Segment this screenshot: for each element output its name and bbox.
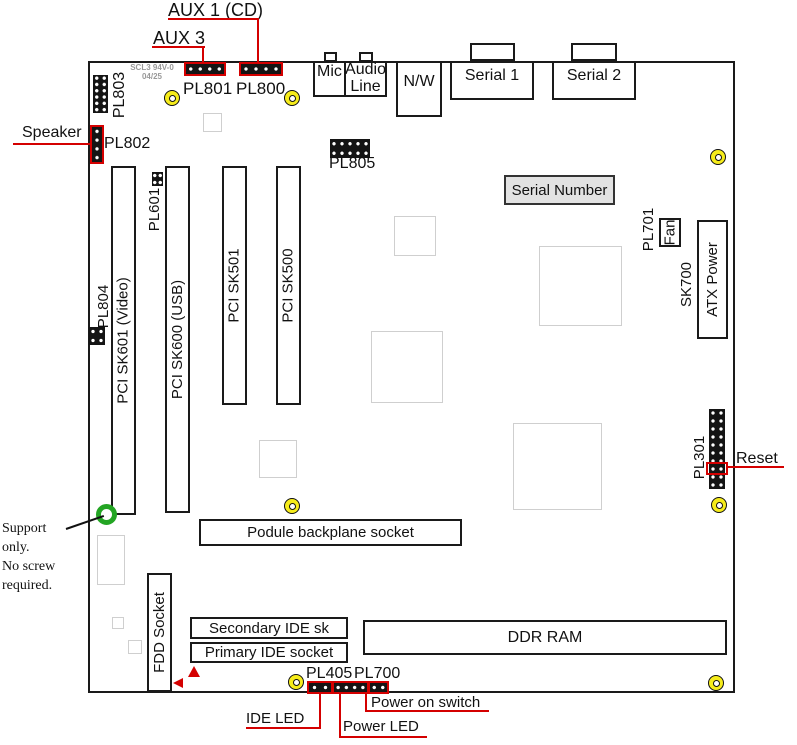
pl701-label: PL701: [640, 207, 658, 251]
pin-header-pl700: [370, 683, 387, 692]
support-note-line: No screw: [2, 559, 56, 574]
mounting-hole: [284, 498, 300, 514]
serial2-tab: [571, 43, 617, 61]
pin-header-pl405-a: [309, 683, 331, 692]
component-outline: [513, 423, 602, 510]
pl800-label: PL800: [236, 79, 286, 98]
support-note-line: required.: [2, 578, 53, 593]
reset-highlight-box: [706, 462, 728, 475]
pl801-label: PL801: [183, 79, 233, 98]
pci-slot-sk501: PCI SK501: [222, 166, 247, 405]
mounting-hole: [164, 90, 180, 106]
silkscreen-line2: 04/25: [141, 71, 163, 81]
pci-slot-sk600: PCI SK600 (USB): [165, 166, 190, 513]
component-outline: [112, 617, 124, 629]
mounting-hole: [284, 90, 300, 106]
mounting-hole: [288, 674, 304, 690]
pin-header-pl805: [330, 139, 370, 158]
support-note-line: Support: [2, 521, 47, 536]
pl801-highlight-box: [184, 62, 226, 76]
component-outline: [259, 440, 297, 478]
speaker-label: Speaker: [22, 124, 82, 141]
power-led-leader-line: [339, 694, 341, 738]
power-on-highlight-box: [368, 681, 389, 694]
power-on-leader-line: [365, 694, 367, 712]
mounting-hole: [708, 675, 724, 691]
mounting-hole: [710, 149, 726, 165]
pin-header-pl800: [241, 64, 281, 74]
audio-line2: Line: [350, 78, 381, 95]
aux3-label: AUX 3: [153, 28, 206, 48]
mounting-hole: [711, 497, 727, 513]
serial1-connector: Serial 1: [450, 61, 534, 100]
aux3-leader-line: [202, 46, 204, 64]
component-outline: [128, 640, 142, 654]
pin-header-pl601: [152, 172, 163, 186]
atx-power-socket: ATX Power: [697, 220, 728, 339]
primary-ide-socket: Primary IDE socket: [190, 642, 348, 663]
sk700-label: SK700: [678, 261, 696, 307]
podule-backplane-socket: Podule backplane socket: [199, 519, 462, 546]
pin-header-pl301: [709, 409, 725, 489]
mic-connector: Mic: [313, 61, 346, 97]
component-outline: [371, 331, 443, 403]
support-note: Support only. No screw required.: [2, 519, 55, 595]
pin-header-pl405-b: [334, 683, 367, 692]
network-connector: N/W: [396, 61, 442, 117]
pl601-label: PL601: [146, 187, 164, 231]
aux1-underline: [168, 18, 259, 20]
pci-slot-sk601: PCI SK601 (Video): [111, 166, 136, 515]
component-outline: [203, 113, 222, 132]
component-outline: [97, 535, 125, 585]
audio-line-connector: Audio Line: [344, 61, 387, 97]
pl805-label: PL805: [329, 155, 376, 172]
pl301-label: PL301: [691, 435, 709, 479]
power-on-underline: [365, 710, 489, 712]
power-led-underline: [339, 736, 427, 738]
ddr-ram-socket: DDR RAM: [363, 620, 727, 655]
ide-led-leader-line: [319, 694, 321, 729]
reset-label: Reset: [736, 450, 778, 467]
serial2-connector: Serial 2: [552, 61, 636, 100]
pl803-label: PL803: [111, 71, 129, 119]
silkscreen-line1: SCL3 94V-0: [130, 63, 174, 72]
pin-header-pl804: [89, 327, 105, 345]
speaker-leader-line: [13, 143, 91, 145]
ide-led-label: IDE LED: [246, 710, 305, 727]
aux1-cd-label: AUX 1 (CD): [168, 0, 264, 20]
fdd-socket: FDD Socket: [147, 573, 172, 692]
pl802-label: PL802: [104, 135, 151, 152]
red-arrow-up: [188, 666, 200, 677]
silkscreen-text: SCL3 94V-0 04/25: [130, 63, 174, 82]
pl405-label: PL405: [306, 665, 353, 682]
pin-header-pl801: [186, 64, 224, 74]
power-led-label: Power LED: [343, 718, 419, 735]
pin-header-pl802: [92, 127, 102, 162]
secondary-ide-socket: Secondary IDE sk: [190, 617, 348, 639]
ide-led-underline: [246, 727, 321, 729]
aux3-underline: [152, 46, 205, 48]
pl800-highlight-box: [239, 62, 283, 76]
serial1-tab: [470, 43, 515, 61]
component-outline: [394, 216, 436, 256]
pci-slot-sk500: PCI SK500: [276, 166, 301, 405]
reset-leader-line: [727, 466, 784, 468]
red-arrow-left: [173, 678, 183, 688]
component-outline: [539, 246, 622, 326]
aux1-leader-line: [257, 18, 259, 64]
power-on-switch-label: Power on switch: [371, 694, 481, 711]
support-note-line: only.: [2, 540, 30, 555]
pl802-highlight-box: [90, 125, 104, 164]
audio-line1: Audio: [345, 61, 386, 79]
pl700-label: PL700: [354, 665, 401, 682]
serial-number-box: Serial Number: [504, 175, 615, 205]
support-hole: [96, 504, 117, 525]
pin-header-pl803: [93, 75, 108, 113]
pl804-label: PL804: [95, 284, 113, 328]
fan-connector: Fan: [659, 218, 681, 247]
